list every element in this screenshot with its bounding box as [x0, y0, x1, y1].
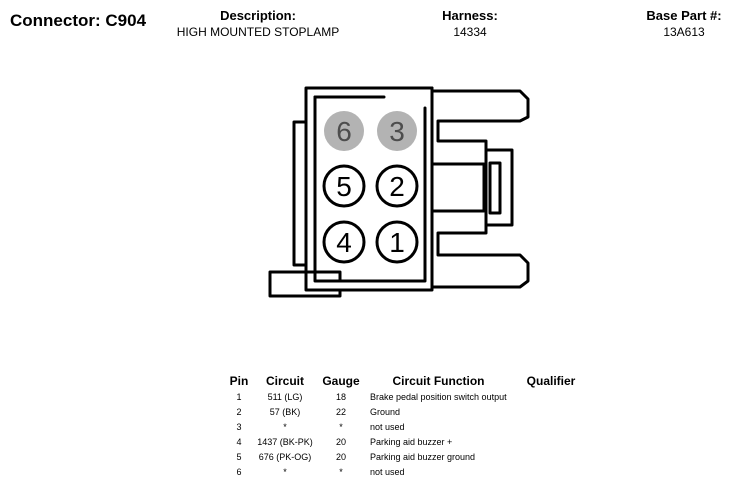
- latch-block: [484, 148, 514, 227]
- cell-gauge: *: [339, 466, 343, 477]
- latch-slot: [488, 161, 502, 215]
- header-circuit: Circuit: [265, 373, 304, 388]
- pin-number-4: 4: [336, 227, 352, 258]
- pin-number-6: 6: [336, 116, 352, 147]
- cell-gauge: 20: [335, 451, 346, 462]
- header-gauge: Gauge: [322, 373, 360, 388]
- cell-qualifier: [511, 419, 591, 434]
- pin-number-1: 1: [389, 227, 405, 258]
- cell-circuit: 511 (LG): [267, 391, 303, 402]
- cell-function: Brake pedal position switch output: [370, 391, 507, 402]
- pin-cavity-group: 6 3 5 2 4 1: [322, 111, 419, 264]
- pin-cavity-4: [322, 220, 366, 264]
- cell-circuit: *: [283, 466, 287, 477]
- table-row: 3 * * not used: [224, 419, 591, 434]
- cell-circuit: 676 (PK-OG): [258, 451, 312, 462]
- pin-cavity-5: [322, 164, 366, 208]
- cell-qualifier: [511, 389, 591, 404]
- description-block: Description: HIGH MOUNTED STOPLAMP: [158, 8, 358, 40]
- right-upper-arm: [430, 86, 530, 152]
- description-value: HIGH MOUNTED STOPLAMP: [176, 25, 340, 39]
- cell-qualifier: [511, 434, 591, 449]
- pin-cavity-2: [375, 164, 419, 208]
- right-lower-arm: [430, 223, 530, 289]
- cell-pin: 6: [236, 466, 242, 477]
- header-circuit-function: Circuit Function: [392, 373, 485, 388]
- locking-latch: [430, 162, 486, 213]
- cell-circuit: *: [283, 421, 287, 432]
- table-row: 2 57 (BK) 22 Ground: [224, 404, 591, 419]
- table-header-row: Pin Circuit Gauge Circuit Function Quali…: [224, 372, 591, 389]
- connector-title: Connector: C904: [10, 11, 147, 30]
- pin-table: Pin Circuit Gauge Circuit Function Quali…: [224, 372, 591, 479]
- cell-qualifier: [511, 404, 591, 419]
- cell-gauge: 20: [335, 436, 346, 447]
- pin-number-5: 5: [336, 171, 352, 202]
- cell-function: not used: [370, 421, 405, 432]
- base-part-value: 13A613: [663, 25, 705, 39]
- cell-qualifier: [511, 464, 591, 479]
- harness-block: Harness: 14334: [420, 8, 520, 40]
- left-side-tab: [292, 120, 308, 267]
- cell-gauge: 18: [335, 391, 346, 402]
- pin-number-3: 3: [389, 116, 405, 147]
- cell-gauge: *: [339, 421, 343, 432]
- cell-function: Ground: [370, 406, 401, 417]
- pin-cavity-3: [377, 111, 417, 151]
- cell-circuit: 1437 (BK-PK): [257, 436, 313, 447]
- pin-cavity-1: [375, 220, 419, 264]
- cell-function: not used: [370, 466, 405, 477]
- cell-pin: 1: [236, 391, 242, 402]
- base-part-block: Base Part #: 13A613: [629, 8, 730, 40]
- cell-gauge: 22: [335, 406, 346, 417]
- table-row: 5 676 (PK-OG) 20 Parking aid buzzer grou…: [224, 449, 591, 464]
- pin-number-2: 2: [389, 171, 405, 202]
- cell-pin: 4: [236, 436, 242, 447]
- pin-cavity-6: [324, 111, 364, 151]
- cell-function: Parking aid buzzer +: [370, 436, 453, 447]
- header-qualifier: Qualifier: [526, 373, 576, 388]
- cell-pin: 3: [236, 421, 242, 432]
- base-part-label: Base Part #:: [646, 8, 722, 23]
- bottom-latch-foot: [268, 270, 342, 298]
- description-label: Description:: [220, 8, 296, 23]
- cell-qualifier: [511, 449, 591, 464]
- cell-function: Parking aid buzzer ground: [370, 451, 476, 462]
- cell-pin: 5: [236, 451, 242, 462]
- cell-pin: 2: [236, 406, 242, 417]
- connector-housing: [304, 86, 434, 292]
- table-row: 1 511 (LG) 18 Brake pedal position switc…: [224, 389, 591, 404]
- harness-label: Harness:: [442, 8, 498, 23]
- cell-circuit: 57 (BK): [269, 406, 301, 417]
- table-row: 6 * * not used: [224, 464, 591, 479]
- header-pin: Pin: [229, 373, 249, 388]
- connector-inner-outline: [313, 95, 427, 283]
- harness-value: 14334: [453, 25, 487, 39]
- table-row: 4 1437 (BK-PK) 20 Parking aid buzzer +: [224, 434, 591, 449]
